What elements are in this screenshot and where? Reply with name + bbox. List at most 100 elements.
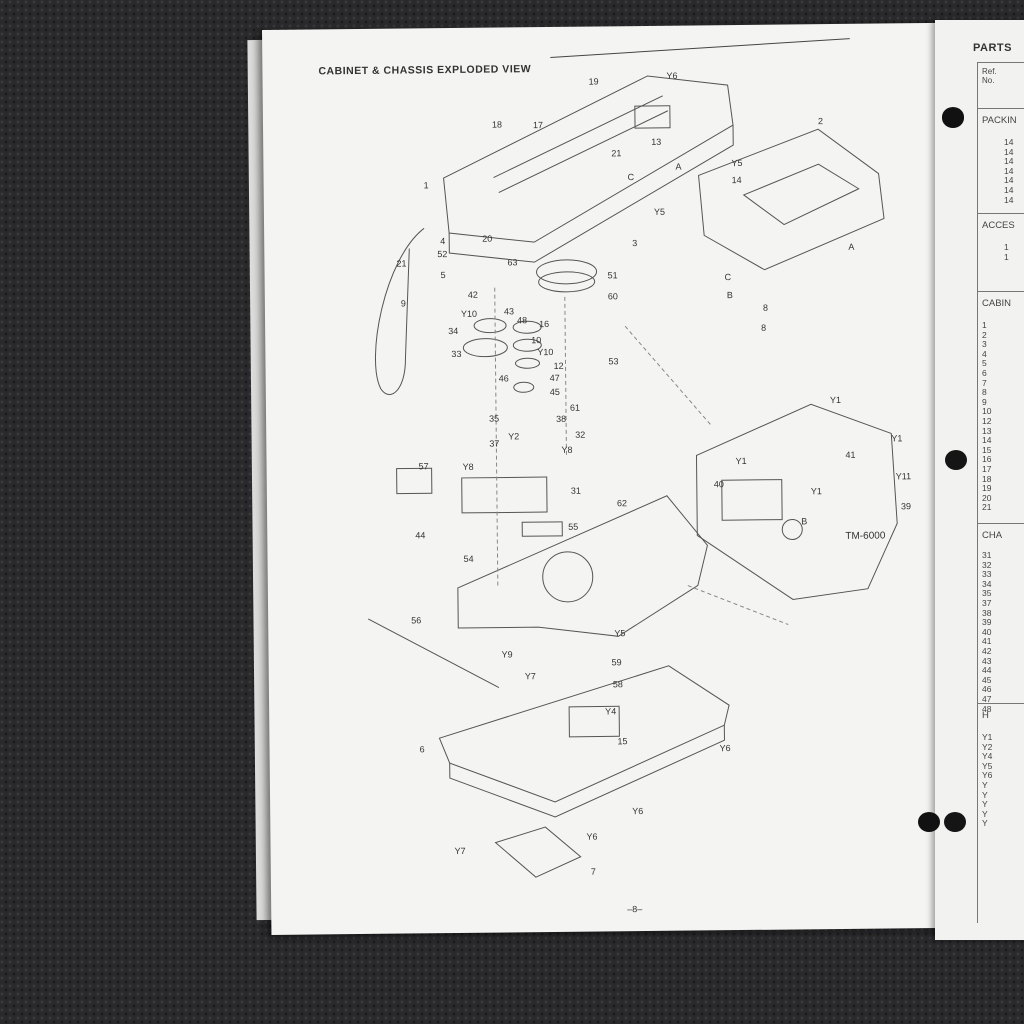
ref-number: 15: [982, 444, 992, 455]
callout-label: A: [848, 241, 855, 252]
punch-hole: [942, 108, 964, 128]
callout-label: 54: [463, 553, 474, 564]
callout-label: 51: [607, 270, 618, 281]
ref-number: 20: [982, 492, 992, 503]
callout-label: 61: [569, 402, 581, 413]
ref-number: 16: [982, 454, 992, 465]
bottom-cabinet: [438, 665, 730, 818]
callout-label: 62: [616, 498, 628, 509]
section-header: H: [978, 703, 1024, 727]
callout-label: C: [724, 272, 732, 283]
callout-label: 14: [731, 174, 742, 186]
callout-label: 35: [489, 413, 500, 424]
ref-number: 38: [982, 607, 992, 618]
wrist-strap: [375, 227, 425, 395]
callout-label: Y7: [454, 845, 466, 857]
ref-number: 14: [1004, 175, 1014, 186]
callout-label: 33: [451, 348, 462, 360]
callout-label: 19: [588, 76, 599, 87]
callout-label: 2: [817, 116, 824, 127]
callout-label: 6: [419, 744, 425, 755]
punch-hole: [918, 812, 940, 832]
callout-label: 9: [400, 298, 406, 309]
punch-hole: [945, 450, 967, 470]
ref-number: 44: [982, 665, 992, 676]
callout-label: 37: [489, 438, 500, 449]
callout-label: Y1: [735, 455, 747, 467]
ref-number: 14: [1004, 137, 1014, 147]
ref-number: 13: [982, 425, 992, 436]
callout-label: 1: [423, 180, 429, 191]
callout-label: 46: [498, 373, 509, 384]
ref-number: 48: [982, 703, 992, 714]
callout-label: 48: [517, 315, 528, 326]
callout-label: 59: [611, 657, 622, 668]
callout-label: 39: [900, 501, 912, 512]
switch-parts: [396, 467, 563, 537]
callout-label: 38: [556, 413, 567, 424]
callout-label: Y6: [666, 70, 678, 81]
ref-no-header: Ref. No.: [982, 67, 997, 85]
section-header: ACCES: [978, 213, 1024, 237]
callout-label: 60: [607, 291, 618, 302]
ref-number: 32: [982, 559, 992, 570]
callout-label: 10: [531, 335, 542, 346]
section-header: PACKIN: [978, 108, 1024, 132]
ref-number: 18: [982, 473, 992, 484]
ref-number: 41: [982, 636, 992, 647]
callout-label: Y9: [501, 649, 513, 660]
callout-label: 44: [415, 530, 426, 541]
ref-number: 10: [982, 406, 992, 417]
ref-number: Y5: [982, 760, 993, 771]
ref-number: 14: [1004, 146, 1014, 157]
callout-label: 17: [532, 120, 544, 131]
ref-number: 1: [982, 320, 987, 330]
callout-label: 34: [448, 325, 459, 337]
ref-number: Y1: [982, 732, 993, 742]
callout-label: 13: [651, 136, 662, 147]
ref-number: 6: [982, 367, 987, 378]
ref-number: 47: [982, 693, 992, 704]
ref-number: Y: [982, 779, 988, 790]
ref-number: 46: [982, 684, 992, 695]
callout-label: 40: [713, 479, 724, 490]
ref-number: 42: [982, 645, 992, 656]
callout-label: Y6: [632, 806, 644, 817]
callout-label: 47: [549, 372, 560, 384]
callout-label: 21: [611, 148, 622, 159]
ref-number: 40: [982, 626, 992, 637]
ref-number: 35: [982, 588, 992, 599]
callout-label: Y8: [561, 444, 573, 455]
callout-label: Y8: [462, 461, 474, 472]
ref-number: Y2: [982, 741, 993, 752]
ref-number: 14: [982, 435, 992, 446]
callout-label: Y5: [731, 157, 743, 169]
callout-label: 52: [437, 249, 448, 260]
ref-number: 4: [982, 348, 987, 359]
mechanism-chassis: [695, 403, 898, 600]
section-header: CABIN: [978, 291, 1024, 315]
callout-label: 45: [549, 386, 560, 398]
callout-label: 20: [482, 233, 493, 244]
callout-label: 12: [553, 360, 564, 371]
callout-label: Y1: [891, 433, 903, 444]
callout-label: Y1: [829, 394, 841, 406]
callout-label: 16: [539, 319, 550, 330]
callout-label: 15: [617, 736, 628, 747]
callout-label: Y10: [460, 308, 478, 319]
ref-number: 14: [1004, 194, 1014, 205]
callout-label: B: [726, 290, 733, 301]
callout-label: 53: [608, 356, 619, 367]
callout-label: 41: [845, 449, 856, 460]
ref-number: 21: [982, 502, 992, 513]
callout-label: Y10: [537, 346, 554, 358]
model-label: TM-6000: [845, 530, 886, 542]
callout-label: Y5: [653, 206, 665, 217]
ref-number: Y: [982, 818, 988, 829]
callout-label: Y6: [719, 743, 731, 754]
page-number: –8–: [627, 904, 643, 915]
